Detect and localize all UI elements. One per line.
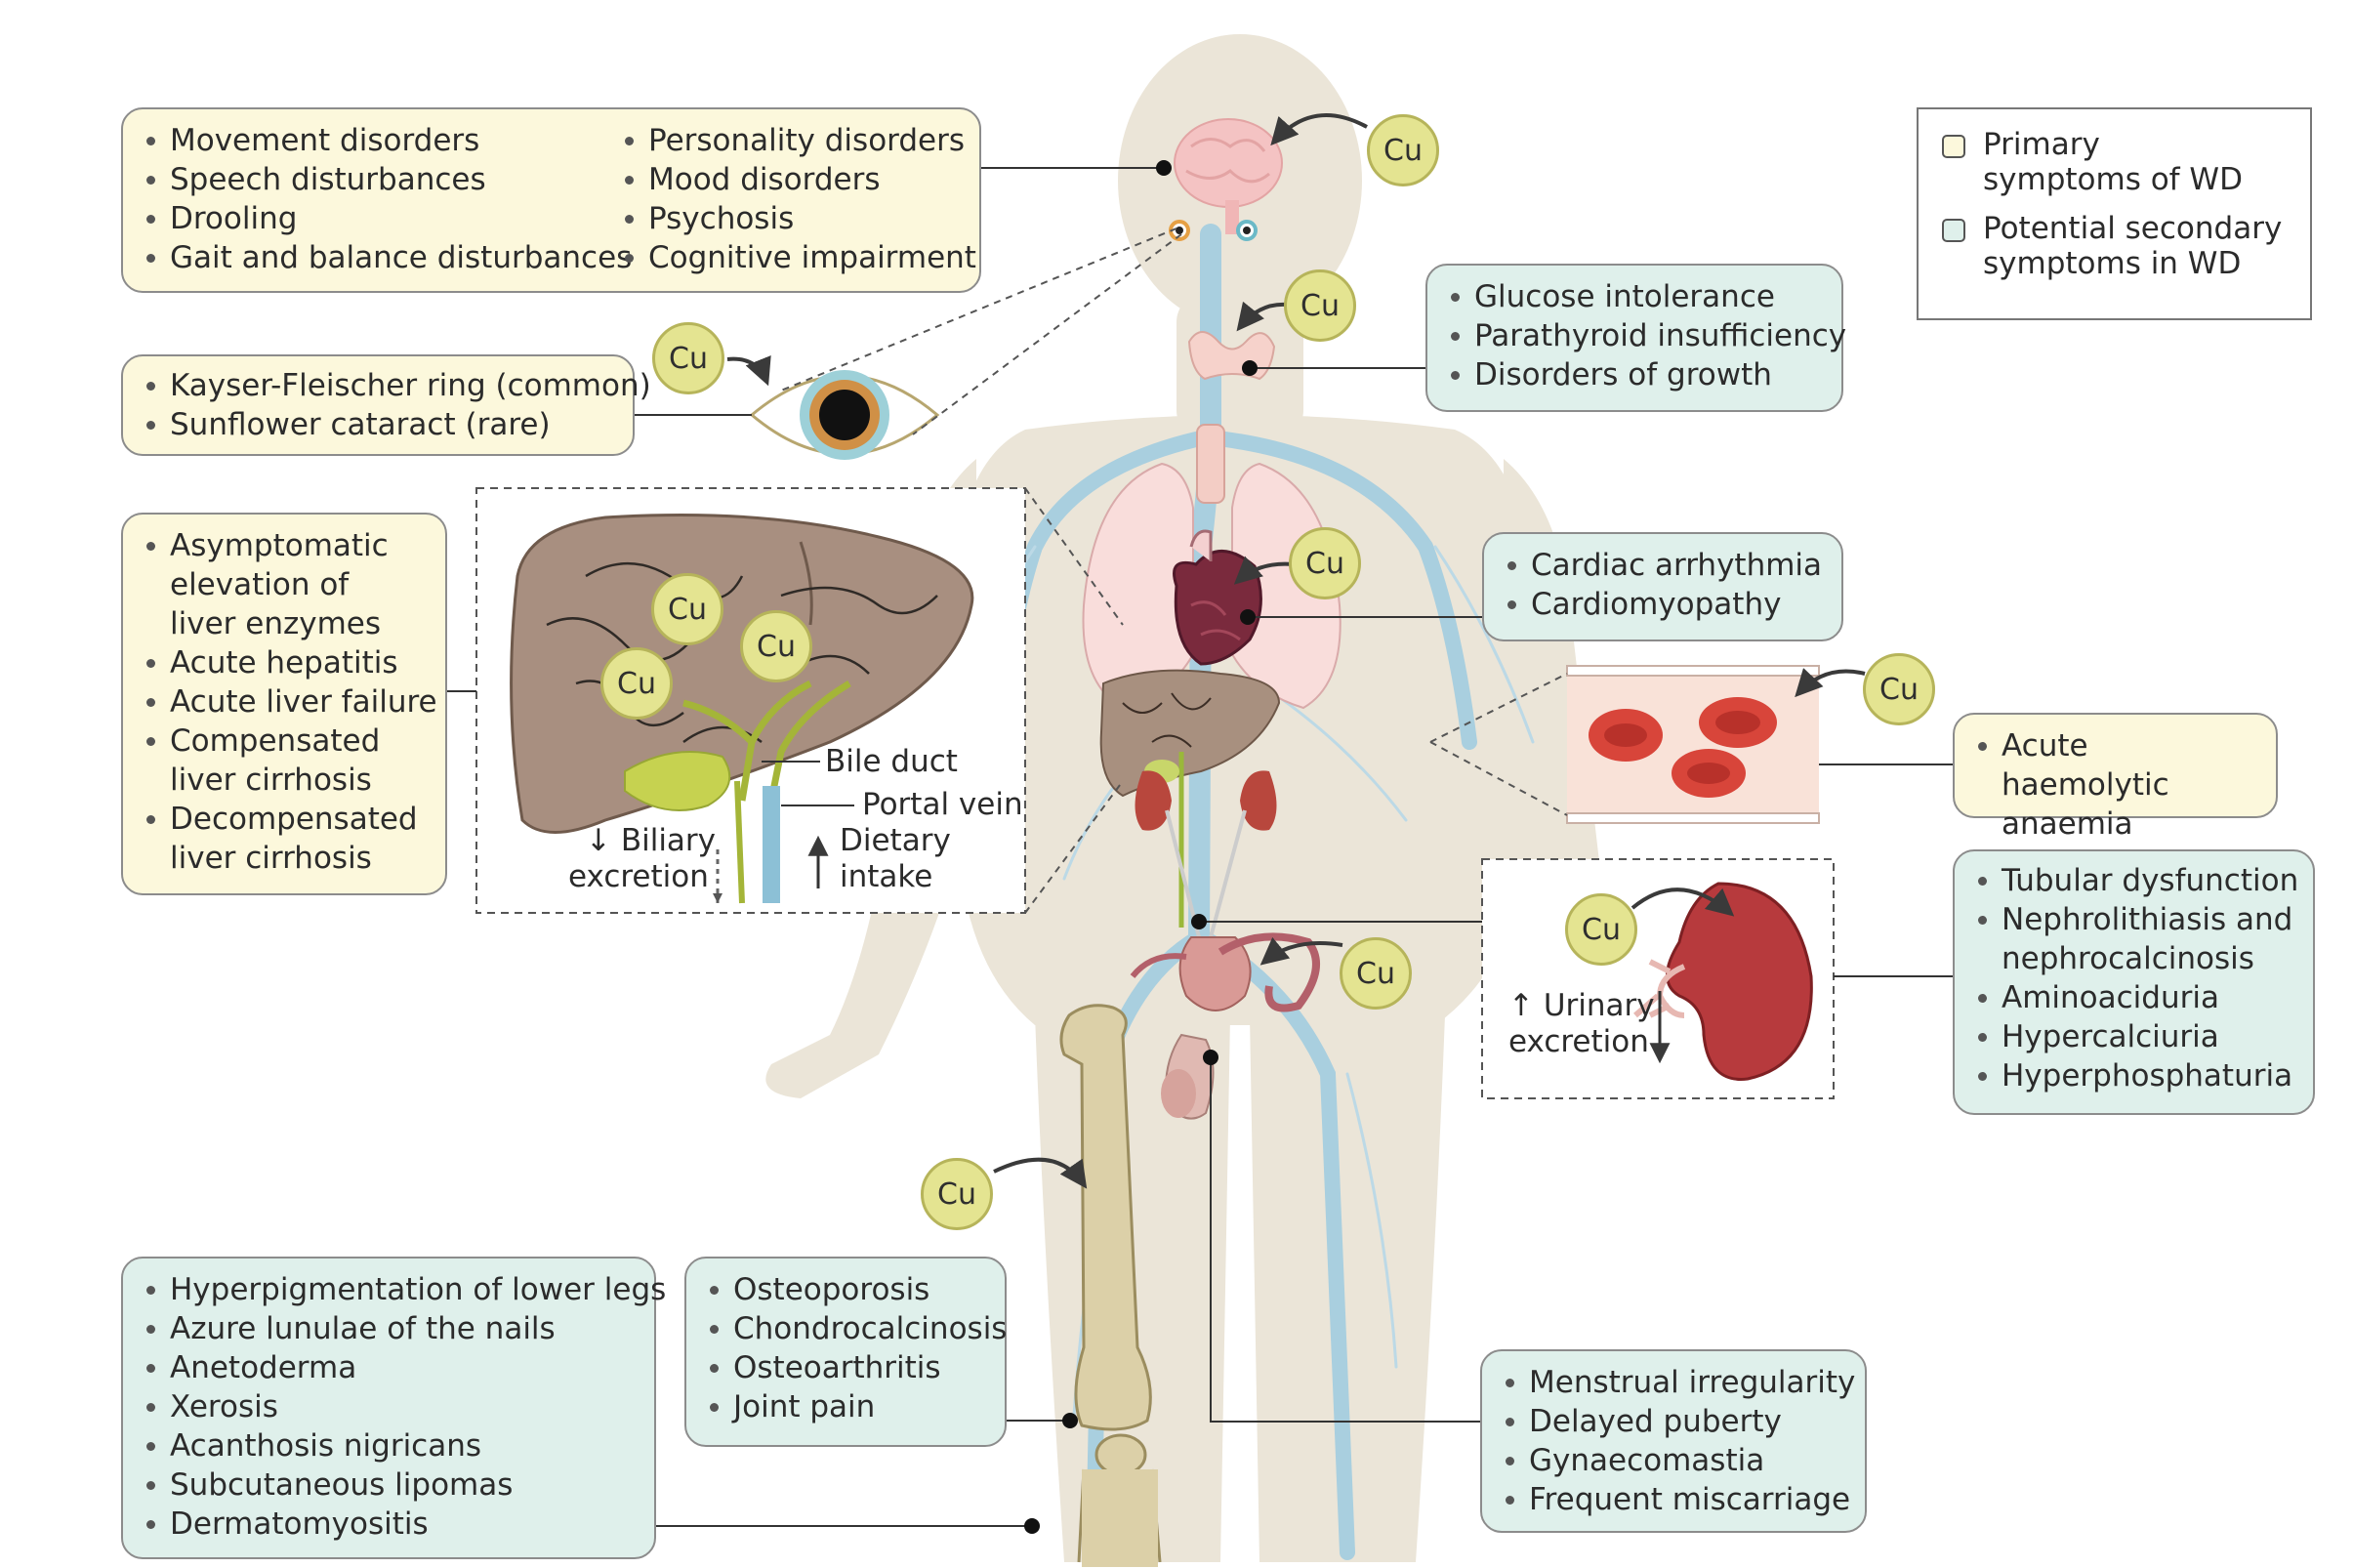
list-item: Hyperphosphaturia	[1976, 1056, 2292, 1095]
list-item: Hyperpigmentation of lower legs	[144, 1270, 666, 1309]
list-item: Drooling	[144, 199, 594, 238]
projection-lines	[780, 227, 1568, 914]
copper-circle-thyroid: Cu	[1284, 269, 1356, 342]
brain	[1169, 118, 1283, 241]
list-item: Mood disorders	[623, 160, 976, 199]
connector-lines	[447, 167, 1956, 1527]
blood-vessel-inset	[1566, 665, 1820, 824]
copper-circle-eye: Cu	[652, 322, 724, 394]
list-item: Cardiac arrhythmia	[1506, 546, 1822, 585]
list-item: Psychosis	[623, 199, 976, 238]
list-item: Acute hepatitis	[144, 643, 424, 682]
primary-swatch-icon	[1942, 135, 1965, 158]
liver-large	[510, 514, 974, 904]
list-item: Speech disturbances	[144, 160, 594, 199]
portal-vein-label: Portal vein	[862, 787, 1023, 822]
copper-circle-blood: Cu	[1863, 653, 1935, 725]
copper-circle-bone: Cu	[921, 1158, 993, 1230]
list-item: Disorders of growth	[1449, 355, 1820, 394]
list-item: Subcutaneous lipomas	[144, 1465, 633, 1505]
list-item: Anetoderma	[144, 1348, 633, 1387]
list-item: Acute liver failure	[144, 682, 437, 722]
psychiatric-list: Personality disorders Mood disorders Psy…	[623, 121, 976, 277]
lungs	[1082, 424, 1342, 710]
eye-symptoms-box: Kayser-Fleischer ring (common) Sunflower…	[121, 354, 651, 456]
bile-duct-label: Bile duct	[825, 744, 958, 779]
list-item: Osteoporosis	[708, 1270, 983, 1309]
connector-dots	[1024, 160, 1258, 1534]
secondary-swatch-icon	[1942, 219, 1965, 242]
legend-primary-label: Primary symptoms of WD	[1983, 127, 2243, 197]
list-item: Tubular dysfunction	[1976, 861, 2298, 900]
list-item: Asymptomatic elevation of liver enzymes	[144, 526, 394, 643]
legend-secondary: Potential secondary symptoms in WD	[1938, 211, 2291, 281]
reproductive-symptoms-box: Menstrual irregularity Delayed puberty G…	[1480, 1349, 1867, 1533]
liver-symptoms-box: Asymptomatic elevation of liver enzymes …	[121, 513, 447, 895]
renal-symptoms-box: Tubular dysfunction Nephrolithiasis and …	[1953, 849, 2315, 1115]
femur-bone	[1059, 1004, 1162, 1567]
copper-circle-liver-3: Cu	[600, 647, 673, 720]
urinary-label-line2: excretion	[1508, 1024, 1649, 1059]
list-item: Parathyroid insufficiency	[1449, 316, 1846, 355]
neurological-list: Movement disorders Speech disturbances D…	[144, 121, 632, 277]
cardiac-symptoms-box: Cardiac arrhythmia Cardiomyopathy	[1482, 532, 1843, 641]
list-item: Sunflower cataract (rare)	[144, 405, 611, 444]
list-item: Gynaecomastia	[1504, 1441, 1843, 1480]
list-item: Gait and balance disturbances	[144, 238, 632, 277]
neuro-psych-symptoms-box: Movement disorders Speech disturbances D…	[121, 107, 981, 293]
list-item: Compensated liver cirrhosis	[144, 722, 394, 800]
list-item: Acanthosis nigricans	[144, 1426, 633, 1465]
list-item: Acute haemolytic anaemia	[1976, 726, 2265, 844]
list-item: Chondrocalcinosis	[708, 1309, 1007, 1348]
urinary-label-line1: ↑ Urinary	[1508, 988, 1655, 1023]
list-item: Hypercalciuria	[1976, 1017, 2291, 1056]
list-item: Delayed puberty	[1504, 1402, 1843, 1441]
eye-illustration	[749, 370, 940, 460]
haematological-symptoms-box: Acute haemolytic anaemia	[1953, 713, 2278, 842]
list-item: Nephrolithiasis and nephrocalcinosis	[1976, 900, 2294, 978]
list-item: Azure lunulae of the nails	[144, 1309, 633, 1348]
legend-secondary-label: Potential secondary symptoms in WD	[1983, 211, 2283, 281]
copper-circle-kidney: Cu	[1565, 893, 1637, 966]
list-item: Personality disorders	[623, 121, 976, 160]
biliary-label-line1: ↓ Biliary	[586, 823, 717, 858]
biliary-label-line2: excretion	[568, 859, 709, 894]
list-item: Frequent miscarriage	[1504, 1480, 1850, 1519]
copper-circle-heart: Cu	[1289, 527, 1361, 599]
list-item: Joint pain	[708, 1387, 983, 1426]
dietary-label-line1: Dietary	[840, 823, 951, 858]
copper-arrows	[726, 113, 1866, 1189]
copper-circle-liver-2: Cu	[740, 610, 812, 682]
dermatological-symptoms-box: Hyperpigmentation of lower legs Azure lu…	[121, 1257, 666, 1559]
list-item: Movement disorders	[144, 121, 594, 160]
copper-circle-liver-1: Cu	[651, 573, 723, 645]
list-item: Osteoarthritis	[708, 1348, 983, 1387]
list-item: Glucose intolerance	[1449, 277, 1820, 316]
legend-primary: Primary symptoms of WD	[1938, 127, 2291, 197]
dietary-label-line2: intake	[840, 859, 933, 894]
list-item: Xerosis	[144, 1387, 633, 1426]
kidney-large	[1633, 882, 1813, 1081]
list-item: Decompensated liver cirrhosis	[144, 800, 424, 878]
skeletal-symptoms-box: Osteoporosis Chondrocalcinosis Osteoarth…	[684, 1257, 1007, 1447]
copper-circle-brain: Cu	[1367, 114, 1439, 186]
list-item: Dermatomyositis	[144, 1505, 633, 1544]
legend: Primary symptoms of WD Potential seconda…	[1917, 107, 2312, 320]
list-item: Cardiomyopathy	[1506, 585, 1820, 624]
liver-small	[1099, 669, 1281, 928]
list-item: Menstrual irregularity	[1504, 1363, 1855, 1402]
kidneys	[1135, 770, 1277, 938]
endocrine-symptoms-box: Glucose intolerance Parathyroid insuffic…	[1425, 264, 1846, 412]
list-item: Cognitive impairment	[623, 238, 976, 277]
copper-circle-reproductive: Cu	[1340, 937, 1412, 1010]
list-item: Kayser-Fleischer ring (common)	[144, 366, 651, 405]
list-item: Aminoaciduria	[1976, 978, 2291, 1017]
